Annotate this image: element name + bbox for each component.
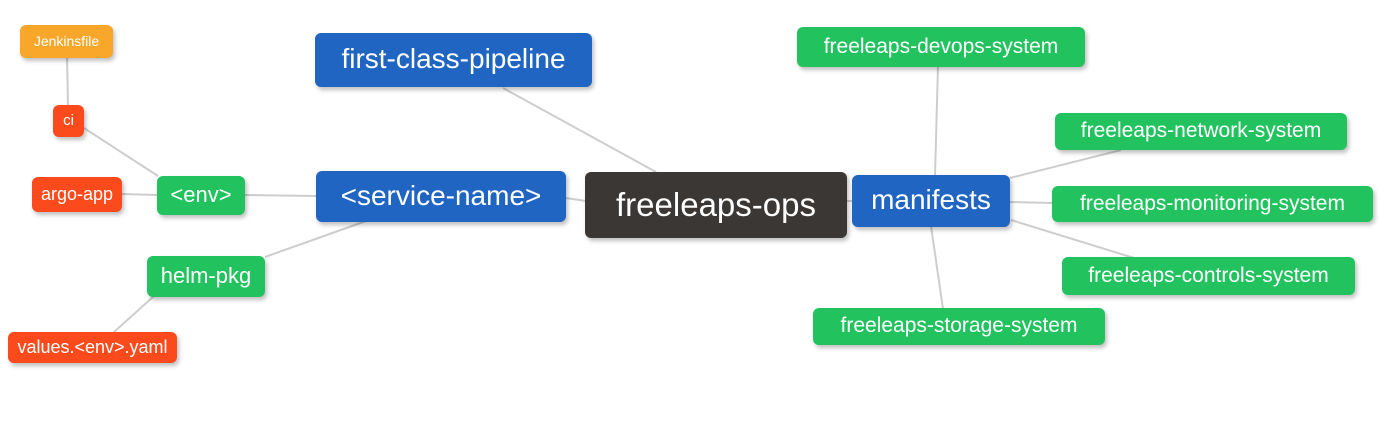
edge-ci-to-env [83,127,159,177]
mindmap-node-label: freeleaps-monitoring-system [1080,191,1345,215]
mindmap-node-label: first-class-pipeline [341,43,566,74]
node-values-env-yaml[interactable]: values.<env>.yaml [8,332,177,363]
node-freeleaps-controls-system[interactable]: freeleaps-controls-system [1062,257,1355,295]
mindmap-node-label: freeleaps-storage-system [840,314,1078,337]
edge-manifests-to-freeleaps-monitoring-system [1008,201,1054,204]
mindmap-node-label: manifests [871,184,991,215]
mindmap-node-label: <env> [170,181,232,207]
node-helm-pkg[interactable]: helm-pkg [147,256,265,297]
node-freeleaps-ops[interactable]: freeleaps-ops [585,172,847,238]
node-freeleaps-network-system[interactable]: freeleaps-network-system [1055,113,1347,150]
mindmap-node-label: freeleaps-network-system [1080,119,1322,142]
edge-env-to-service-name [244,194,318,197]
node-freeleaps-storage-system[interactable]: freeleaps-storage-system [813,308,1105,345]
node-freeleaps-devops-system[interactable]: freeleaps-devops-system [797,27,1085,67]
edge-manifests-to-freeleaps-controls-system [1010,219,1135,259]
edge-values-env-yaml-to-helm-pkg [113,295,155,333]
edge-manifests-to-freeleaps-storage-system [930,225,944,310]
mindmap-node-label: argo-app [40,183,114,204]
edge-first-class-pipeline-to-freeleaps-ops [502,87,657,173]
mindmap-node-label: helm-pkg [160,262,252,288]
node-ci[interactable]: ci [53,105,84,137]
node-first-class-pipeline[interactable]: first-class-pipeline [315,33,592,87]
edge-manifests-to-freeleaps-devops-system [934,65,939,177]
edge-jenkinsfile-to-ci [66,56,69,107]
node-argo-app[interactable]: argo-app [32,177,122,212]
node-env[interactable]: <env> [157,176,245,215]
edge-helm-pkg-to-service-name [264,220,367,258]
node-manifests[interactable]: manifests [852,175,1010,227]
mindmap-node-label: freeleaps-controls-system [1088,263,1329,287]
node-service-name[interactable]: <service-name> [316,171,566,222]
mindmap-node-label: ci [63,111,74,129]
edge-service-name-to-freeleaps-ops [565,197,587,202]
mindmap-node-label: values.<env>.yaml [17,336,168,357]
mindmap-node-label: <service-name> [340,179,542,211]
mindmap-node-label: Jenkinsfile [33,32,100,49]
mindmap-node-label: freeleaps-ops [616,185,816,223]
edge-argo-app-to-env [121,193,159,196]
edge-manifests-to-freeleaps-network-system [1009,149,1122,179]
node-jenkinsfile[interactable]: Jenkinsfile [20,25,113,58]
mindmap-node-label: freeleaps-devops-system [823,34,1059,58]
node-freeleaps-monitoring-system[interactable]: freeleaps-monitoring-system [1052,186,1373,222]
